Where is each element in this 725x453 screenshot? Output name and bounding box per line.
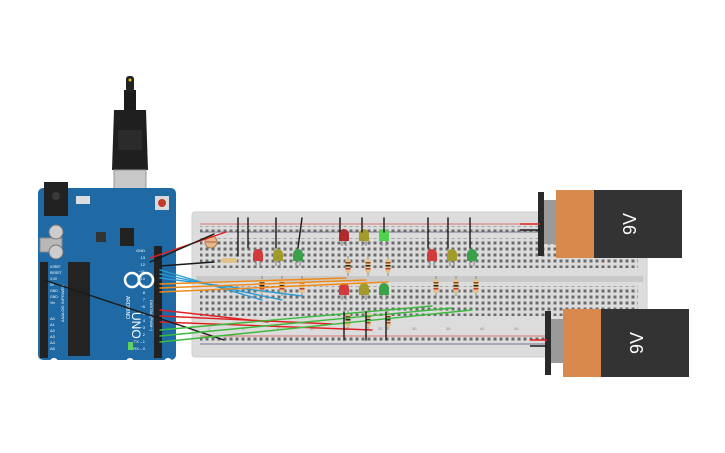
column-number: 40 [480,326,485,331]
battery-2-label: 9V [627,332,647,354]
column-number: 15 [310,326,315,331]
analog-pin-label: A0 [50,316,56,321]
led [253,249,263,266]
battery-1: 9V [520,190,682,258]
column-number: 10 [276,326,281,331]
atmega-chip [68,262,90,356]
analog-pin-label: A5 [50,346,56,351]
column-number: 30 [412,326,417,331]
wire-orange [159,281,389,293]
digital-pin-label: TX→1 [134,339,146,344]
power-pin-label: GND [50,295,58,299]
digital-pin-label: 8 [143,290,146,295]
led [273,249,283,266]
power-pin-label: IOREF [50,265,61,269]
column-number: 1 [208,326,211,331]
resistor [433,276,439,296]
resistor [453,276,459,296]
resistor [259,276,265,296]
led-group [253,229,477,300]
column-number: 35 [446,326,451,331]
led [359,283,369,300]
digital-pin-label: 4 [143,318,146,323]
analog-pin-label: A4 [50,340,56,345]
led [293,249,303,266]
column-number: 45 [514,326,519,331]
wire-blue [159,277,303,297]
resistor [473,276,479,296]
battery-2: 9V [530,309,689,377]
digital-pin-label: 2 [143,332,146,337]
battery-1-label: 9V [620,213,640,235]
digital-pin-label: ~3 [140,325,145,330]
analog-pin-label: A1 [50,322,56,327]
led [427,249,437,266]
digital-pin-label: ~11 [139,269,146,274]
digital-pin-label: ~9 [140,283,145,288]
arduino-brand: UNO [129,312,143,339]
digital-pin-label: 7 [143,297,146,302]
wire-green [159,307,453,337]
column-number: 25 [378,326,383,331]
led [379,283,389,300]
led [339,229,349,246]
digital-pin-label: RX←0 [133,346,146,351]
resistor [345,256,351,276]
digital-pin-label: ~10 [138,276,146,281]
analog-label: ANALOG IN [60,300,65,322]
analog-pin-label: A2 [50,328,56,333]
power-pin-label: RESET [50,271,63,275]
photoresistor [204,235,218,249]
digital-pin-label: 13 [141,255,146,260]
led [339,283,349,300]
resistor [365,256,371,276]
arduino-board: ARDUINO UNO DIGITAL (PWM~) ANALOG IN POW… [38,76,176,366]
analog-pin-label: A3 [50,334,56,339]
led [379,229,389,246]
digital-pin-label: 12 [141,262,146,267]
power-pin-label: 5V [50,283,55,287]
wire-green [159,309,473,343]
ldr-resistor [221,258,237,263]
wire-group [43,217,473,343]
power-label: POWER [60,285,65,300]
led [467,249,477,266]
power-pin-labels: IOREF RESET 3.3V 5V GND GND Vin [50,265,63,305]
wire-blue [159,273,283,301]
power-pin-label: GND [50,289,58,293]
resistor [385,256,391,276]
wire-orange [159,277,347,285]
wire-black [149,233,215,263]
power-pin-label: 3.3V [50,277,58,281]
power-pin-label: Vin [50,301,55,305]
digital-pin-label: ~6 [140,304,145,309]
wire-black [159,261,215,267]
led [447,249,457,266]
resistor [385,310,391,330]
arduino-logo [123,271,155,289]
usb-cable [124,90,136,110]
wire-green [159,305,433,331]
wire-orange [159,279,367,289]
wire-black [43,279,225,341]
digital-pin-label: GND [136,248,145,253]
